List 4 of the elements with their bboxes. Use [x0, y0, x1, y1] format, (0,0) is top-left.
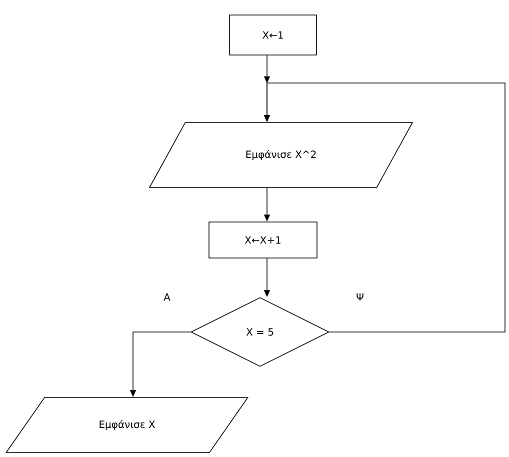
edge-label: Ψ — [355, 292, 365, 302]
edge-label: Α — [162, 292, 172, 302]
process-box: X←X+1 — [208, 222, 318, 258]
process-box: X←1 — [229, 14, 317, 56]
